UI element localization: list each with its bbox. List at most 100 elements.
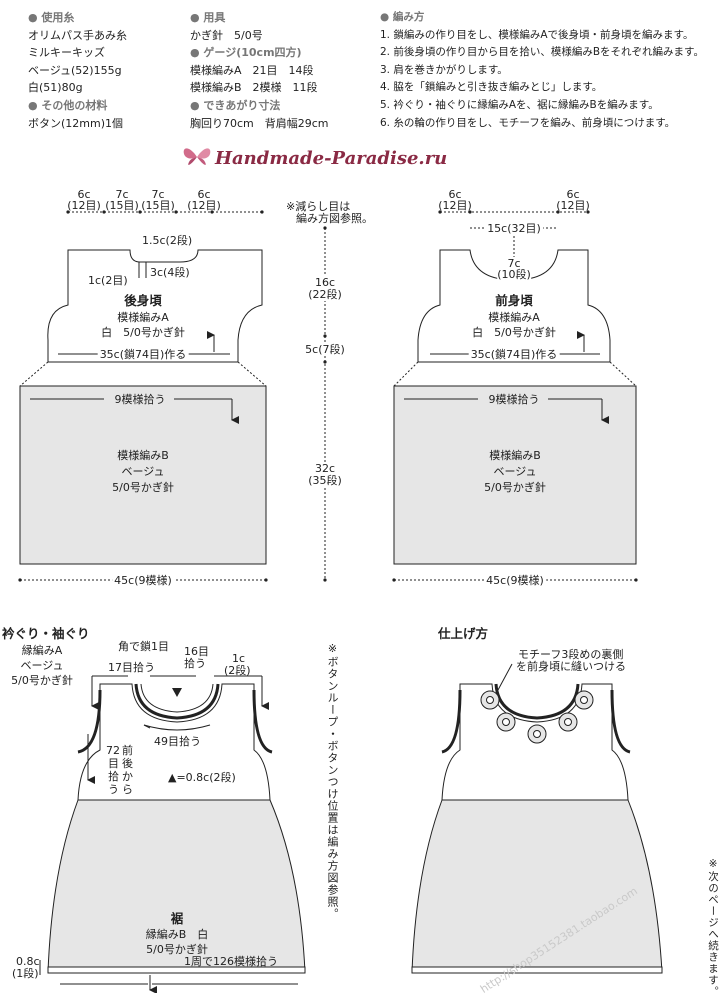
front-skirt-color: ベージュ [493,465,537,478]
tools-heading: ● 用具 [190,11,226,24]
front-skirt-pickup: 9模様拾う [488,393,540,406]
yarn-white: 白(51)80g [28,81,83,95]
back-dim-4: 6c [197,188,211,201]
site-logo: Handmade-Paradise.ru [215,148,448,169]
arm-from-3: ら [122,783,133,796]
tools-section: ● 用具 かぎ針 5/0号 ● ゲージ(10cm四方) 模様編みA 21目 14… [190,9,329,132]
back-dim-2: 7c [115,188,129,201]
front-sts-2: (12目) [556,199,590,212]
edging-hook: 5/0号かぎ針 [11,674,73,687]
gauge-heading: ● ゲージ(10cm四方) [190,46,302,60]
finished-size: 胸回り70cm 背肩幅29cm [190,116,329,130]
edging-pattern: 縁編みA [21,644,63,657]
edging-1c-rows: (2段) [224,664,251,677]
hem-pick: 1周で126模様拾う [184,955,278,968]
back-dim-1: 6c [77,188,91,201]
front-skirt-rect [393,385,637,565]
back-title: 後身頃 [124,293,162,308]
step-4: 4. 脇を「鎖編みと引き抜き編みとじ」します。 [380,81,603,94]
back-neck-left: 1c(2目) [88,274,128,287]
yarn-heading: ● 使用糸 [28,11,75,24]
back-neck-slit: 1.5c(2段) [142,234,193,247]
arm-pick-2: 拾 [108,770,119,783]
back-sts-2: (15目) [105,199,139,212]
button-material: ボタン(12mm)1個 [28,116,124,130]
front-title: 前身頃 [495,293,533,308]
front-chain: 35c(鎖74目)作る [468,348,560,361]
step-1: 1. 鎖編みの作り目をし、模様編みAで後身頃・前身頃を編みます。 [380,28,694,41]
armhole-rows: (22段) [308,288,342,301]
arm-pick-3: う [108,783,119,796]
front-pattern: 模様編みA [488,311,540,324]
back-skirt-color: ベージュ [121,465,165,478]
back-sts-3: (15目) [141,199,175,212]
hook-size: かぎ針 5/0号 [190,28,263,42]
edging-color: ベージュ [20,659,64,672]
motif-note-2: を前身頃に縫いつける [516,660,626,673]
hem-title: 裾 [170,911,184,926]
back-skirt-hook: 5/0号かぎ針 [112,481,174,494]
armhole-measure: 16c [314,276,336,289]
front-dim-2: 6c [566,188,580,201]
hem-height: 0.8c [16,955,40,968]
back-sts-1: (12目) [67,199,101,212]
hem-hook: 5/0号かぎ針 [146,943,208,956]
next-page-note: ※次のページへ続きます。 [707,858,719,998]
edging-dress-bodice [77,683,271,801]
front-yarn: 白 5/0号かぎ針 [472,326,556,339]
hem-rows: (1段) [12,967,39,980]
front-neck-rows: (10段) [497,268,531,281]
front-sts-1: (12目) [438,199,472,212]
steps-section: ● 編み方 1. 鎖編みの作り目をし、模様編みAで後身頃・前身頃を編みます。 2… [380,9,704,132]
back-yarn: 白 5/0号かぎ針 [101,326,185,339]
back-chain: 35c(鎖74目)作る [97,348,189,361]
edging-pick16b: 拾う [184,657,206,670]
edging-corner: 角で鎖1目 [118,640,169,653]
gauge-a: 模様編みA 21目 14段 [190,63,314,77]
back-sts-4: (12目) [187,199,221,212]
motif-note-1: モチーフ3段めの裏側 [518,648,624,661]
edging-pick17: 17目拾う [108,661,155,674]
back-dim-3: 7c [151,188,165,201]
yarn-brand: オリムパス手あみ糸 [28,28,127,42]
front-center-width: 15c(32目) [485,222,543,235]
arm-pick-1: 目 [108,757,119,770]
skirt-measure: 32c [314,462,336,475]
arm-from-2: か [122,770,133,783]
back-skirt-rect [19,385,267,565]
front-skirt-width: 45c(9模様) [484,574,546,587]
size-heading: ● できあがり寸法 [190,98,281,112]
front-dim-1: 6c [448,188,462,201]
hem-pattern: 縁編みB 白 [145,928,209,941]
front-skirt-hook: 5/0号かぎ針 [484,481,546,494]
edging-1c: 1c [232,652,246,665]
yarn-beige: ベージュ(52)155g [28,63,122,77]
edging-pick16: 16目 [184,645,209,658]
finish-title: 仕上げ方 [438,626,489,641]
back-skirt-pickup: 9模様拾う [114,393,166,406]
materials-section: ● 使用糸 オリムパス手あみ糸 ミルキーキッズ ベージュ(52)155g 白(5… [28,9,127,132]
body-measure: 5c(7段) [305,343,345,356]
back-pattern: 模様編みA [117,311,169,324]
button-note: ※ボタンループ・ボタンつけ位置は編み方図参照。 [326,642,339,920]
butterfly-icon [180,144,214,170]
front-bodice-outline [417,249,611,363]
skirt-rows: (35段) [308,474,342,487]
flower-motifs [480,690,594,744]
front-skirt-pattern: 模様編みB [489,449,541,462]
step-2: 2. 前後身頃の作り目から目を拾い、模様編みBをそれぞれ編みます。 [380,46,705,59]
triangle-note: ▲=0.8c(2段) [168,771,236,784]
edging-pick49: 49目拾う [154,735,201,748]
arm-pick-0: 72 [106,744,120,757]
arm-from-1: 後 [122,757,133,770]
yarn-name: ミルキーキッズ [28,46,105,60]
step-6: 6. 糸の輪の作り目をし、モチーフを編み、前身頃につけます。 [380,116,676,129]
back-neck-right: 3c(4段) [150,266,190,279]
decrease-note-2: 編み方図参照。 [296,212,373,225]
decrease-note-1: ※減らし目は [286,200,351,213]
step-3: 3. 肩を巻きかがりします。 [380,63,508,76]
step-5: 5. 衿ぐり・袖ぐりに縁編みAを、裾に縁編みBを編みます。 [380,98,659,111]
steps-heading: ● 編み方 [380,11,425,23]
edging-title: 衿ぐり・袖ぐり [2,626,90,641]
